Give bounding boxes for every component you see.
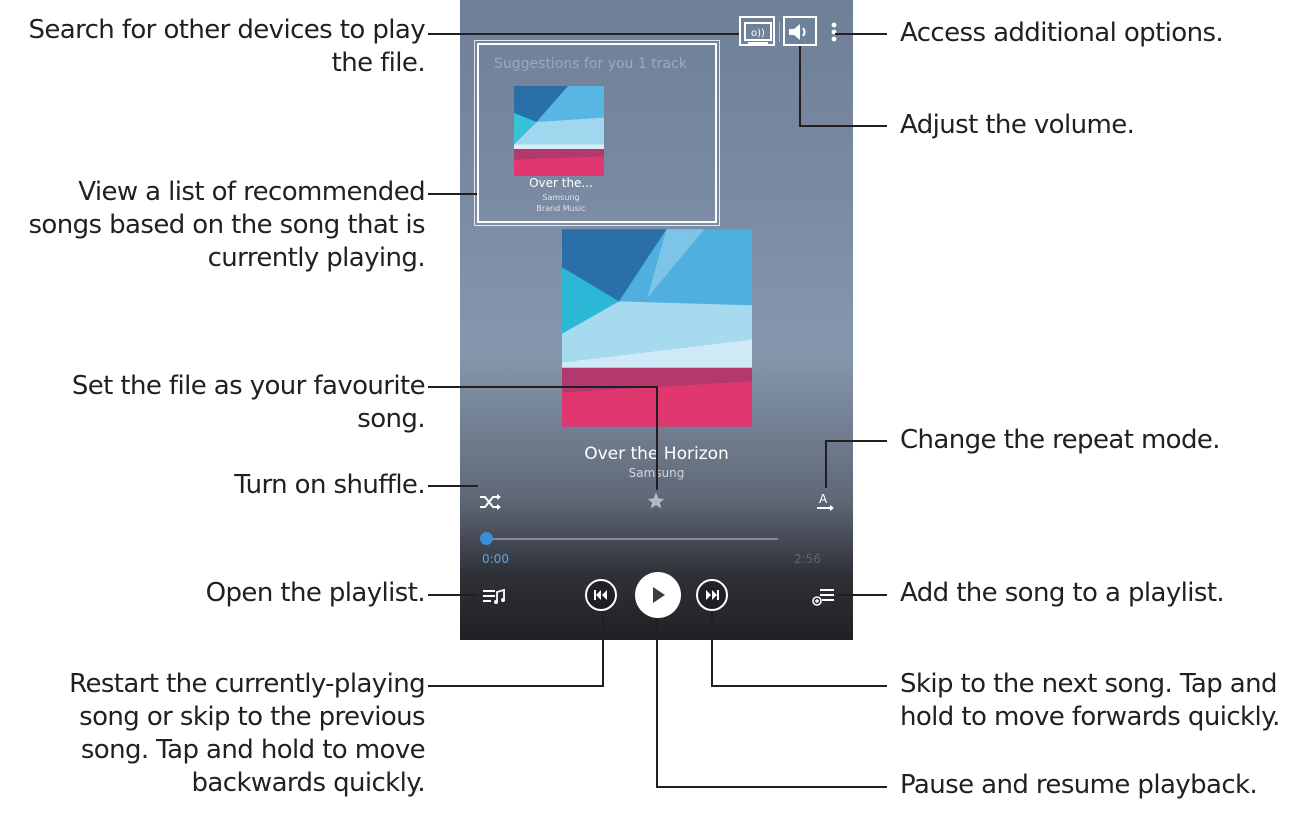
leader-line-favourite-vertical [656, 386, 658, 490]
shuffle-icon[interactable] [478, 492, 502, 516]
leader-line-options [835, 33, 887, 35]
suggestions-highlight-box [474, 40, 720, 226]
volume-highlight-box [783, 16, 817, 46]
suggestion-artist: Samsung [542, 193, 580, 202]
callout-search-devices: Search for other devices to play the fil… [28, 15, 425, 78]
progress-handle[interactable] [480, 532, 493, 545]
callout-pause: Pause and resume playback. [900, 770, 1258, 800]
suggestions-title: Suggestions for you 1 track [494, 56, 687, 72]
callout-volume: Adjust the volume. [900, 110, 1135, 140]
repeat-a-icon[interactable]: A [814, 490, 836, 518]
leader-line-favourite [428, 386, 657, 388]
callout-recommended: View a list of recommended songs based o… [28, 177, 425, 273]
leader-line-repeat [826, 440, 887, 442]
leader-line-previous [428, 685, 603, 687]
skip-previous-icon [594, 590, 607, 600]
leader-line-volume-vertical [799, 46, 801, 127]
leader-line-next [712, 685, 887, 687]
music-player-screen: o)) Suggestions for you 1 track Over t [460, 0, 853, 640]
progress-bar[interactable] [480, 532, 778, 545]
suggestion-album-art[interactable] [514, 86, 604, 176]
callout-repeat: Change the repeat mode. [900, 425, 1221, 455]
suggestion-title[interactable]: Over the... [529, 176, 593, 190]
playlist-add-icon[interactable] [812, 586, 836, 612]
play-icon [653, 587, 665, 603]
time-current: 0:00 [482, 552, 509, 566]
callout-previous: Restart the currently-playing song or sk… [69, 669, 425, 798]
suggestion-label: Brand Music [536, 204, 586, 213]
leader-line-next-vertical [711, 611, 713, 687]
star-icon[interactable] [646, 491, 666, 515]
time-total: 2:56 [794, 552, 821, 566]
svg-text:o)): o)) [751, 28, 765, 39]
leader-line-previous-vertical [602, 611, 604, 687]
play-button[interactable] [635, 572, 681, 618]
cast-icon[interactable]: o)) [743, 20, 775, 48]
callout-next: Skip to the next song. Tap and hold to m… [900, 669, 1280, 732]
callout-shuffle: Turn on shuffle. [234, 470, 425, 500]
leader-line-recommended [428, 193, 477, 195]
speaker-icon[interactable] [786, 20, 812, 48]
skip-next-icon [706, 590, 719, 600]
leader-line-pause-vertical [656, 618, 658, 788]
leader-line-pause [656, 786, 887, 788]
playlist-icon[interactable] [482, 586, 506, 610]
leader-line-shuffle [428, 485, 478, 487]
leader-line-search [428, 33, 739, 35]
cast-highlight-box [739, 16, 775, 46]
leader-line-add-playlist [836, 594, 887, 596]
callout-options: Access additional options. [900, 18, 1224, 48]
leader-line-volume [800, 125, 887, 127]
leader-line-playlist [428, 594, 478, 596]
more-vertical-icon[interactable] [830, 20, 838, 48]
leader-line-repeat-vertical [825, 440, 827, 488]
previous-button[interactable] [585, 579, 617, 611]
svg-text:A: A [819, 492, 828, 506]
callout-favourite: Set the file as your favourite song. [71, 371, 426, 434]
next-button[interactable] [696, 579, 728, 611]
toolbar-separator [779, 22, 780, 42]
callout-add-playlist: Add the song to a playlist. [900, 578, 1225, 608]
callout-playlist: Open the playlist. [205, 578, 426, 608]
